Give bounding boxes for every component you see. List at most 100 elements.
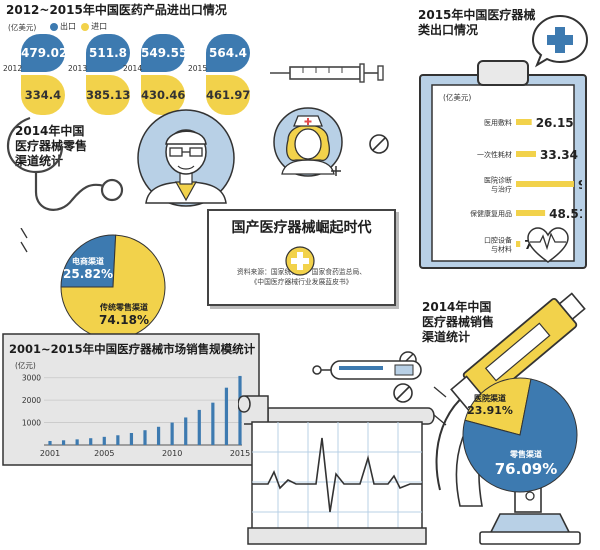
category-label: 医用敷料 [484, 118, 512, 127]
slice-value: 25.82% [63, 267, 113, 281]
category-label: 医院诊断 [484, 176, 512, 185]
year-label: 2015 [188, 64, 208, 73]
slice-label: 传统零售渠道 [99, 302, 148, 312]
export-value: 564.4 [206, 34, 250, 72]
medical-cross-icon [285, 246, 315, 276]
import-legend-label: 进口 [91, 22, 108, 31]
export-bar [516, 181, 574, 187]
y-tick-label: 3000 [22, 374, 41, 383]
heartbeat-icon [527, 227, 569, 263]
market-bar [89, 438, 93, 445]
import-value: 461.97 [206, 75, 250, 115]
market-bar [197, 409, 201, 445]
market-bar [75, 439, 79, 445]
market-chart-title: 2001~2015年中国医疗器械市场销售规模统计 [9, 342, 256, 356]
pie-slice [60, 234, 166, 340]
nurse-icon [273, 107, 343, 177]
slice-value: 74.18% [99, 313, 149, 327]
pair-2013: 511.8 385.13 2013 [68, 34, 130, 115]
x-tick-label: 2005 [94, 449, 114, 458]
market-bar [211, 402, 215, 445]
pair-2015: 564.4 461.97 2015 [188, 34, 250, 115]
title-line: 2014年中国 [422, 300, 492, 314]
value-label: 26.15 [536, 116, 574, 130]
import-legend-swatch [81, 22, 90, 31]
doctors-illustration [137, 107, 343, 207]
x-tick-label: 2015 [230, 449, 250, 458]
slice-value: 76.09% [495, 460, 557, 478]
pie-slice [60, 234, 117, 288]
market-bar [116, 435, 120, 445]
title-line: 2014年中国 [15, 124, 85, 138]
pill-icon [369, 134, 389, 154]
clipboard-clip [477, 60, 529, 86]
pie-slice [464, 377, 532, 436]
category-label: 一次性耗材 [477, 150, 512, 159]
headline-title: 国产医疗器械崛起时代 [231, 220, 372, 236]
ticks-decoration [433, 386, 447, 426]
slice-label: 医院渠道 [474, 393, 506, 403]
value-label: 96.61 [578, 178, 582, 192]
stethoscope-icon [6, 116, 124, 211]
market-bar [102, 436, 106, 445]
category-label: 保健康复用品 [470, 209, 512, 218]
market-chart-ylabel: (亿元) [15, 361, 36, 370]
pair-2012: 479.02 334.4 2012 [3, 34, 67, 115]
year-label: 2013 [68, 64, 88, 73]
market-bar [48, 440, 52, 445]
plus-decoration [331, 166, 341, 176]
export-value: 479.02 [21, 34, 67, 72]
export-2015-title: 2015年中国医疗器械 类出口情况 [418, 8, 535, 38]
retail-2014-title: 2014年中国 医疗器械零售 渠道统计 [15, 124, 87, 169]
x-tick-label: 2001 [40, 449, 60, 458]
year-label: 2012 [3, 64, 23, 73]
export-bar [516, 151, 537, 157]
pill-icon [393, 383, 413, 403]
y-tick-label: 1000 [22, 419, 41, 428]
sales-2014-title: 2014年中国 医疗器械销售 渠道统计 [422, 300, 494, 345]
slice-value: 23.91% [467, 404, 513, 417]
export-bar [516, 241, 521, 247]
title-line: 渠道统计 [422, 330, 471, 344]
ticks-decoration [20, 228, 28, 253]
market-bar [61, 440, 66, 445]
import-export-title: 2012~2015年中国医药产品进出口情况 [6, 3, 227, 17]
pie-slice [462, 378, 578, 493]
import-value: 385.13 [86, 75, 130, 115]
title-line: 医疗器械销售 [422, 315, 495, 329]
import-value: 430.46 [141, 75, 185, 115]
market-bar [143, 430, 147, 445]
x-tick-label: 2010 [162, 449, 182, 458]
slice-label: 零售渠道 [509, 449, 542, 459]
pair-2014: 549.55 430.46 2014 [123, 34, 187, 115]
export-legend-swatch [50, 22, 58, 31]
export-bar [516, 210, 546, 216]
market-bar-chart: 1000 2000 3000 2001 2005 2010 2015 [22, 374, 250, 458]
export-bar [516, 119, 532, 125]
category-label: 与治疗 [491, 185, 512, 194]
import-export-unit: (亿美元) [8, 23, 37, 32]
market-bar [156, 426, 161, 445]
export-2015-unit: (亿美元) [443, 93, 472, 102]
syringe-icon [270, 63, 384, 83]
export-value: 511.8 [86, 34, 130, 72]
ecg-scroll-illustration [238, 395, 435, 545]
category-label: 与材料 [491, 245, 512, 254]
market-bar [224, 387, 229, 445]
title-line: 类出口情况 [418, 23, 479, 37]
source-line: 《中国医疗器械行业发展蓝皮书》 [250, 278, 353, 286]
export-value: 549.55 [141, 34, 187, 72]
export-legend-label: 出口 [60, 22, 76, 31]
market-bar [170, 422, 174, 445]
import-value: 334.4 [21, 75, 65, 115]
category-label: 口腔设备 [484, 236, 512, 245]
market-bar [184, 417, 188, 445]
value-label: 48.51 [549, 207, 582, 221]
title-line: 渠道统计 [15, 154, 64, 168]
y-tick-label: 2000 [22, 396, 41, 405]
headline-card: 国产医疗器械崛起时代 资料来源：国家统计局、国家食药监总局、 《中国医疗器械行业… [207, 209, 396, 306]
value-label: 33.34 [540, 148, 578, 162]
